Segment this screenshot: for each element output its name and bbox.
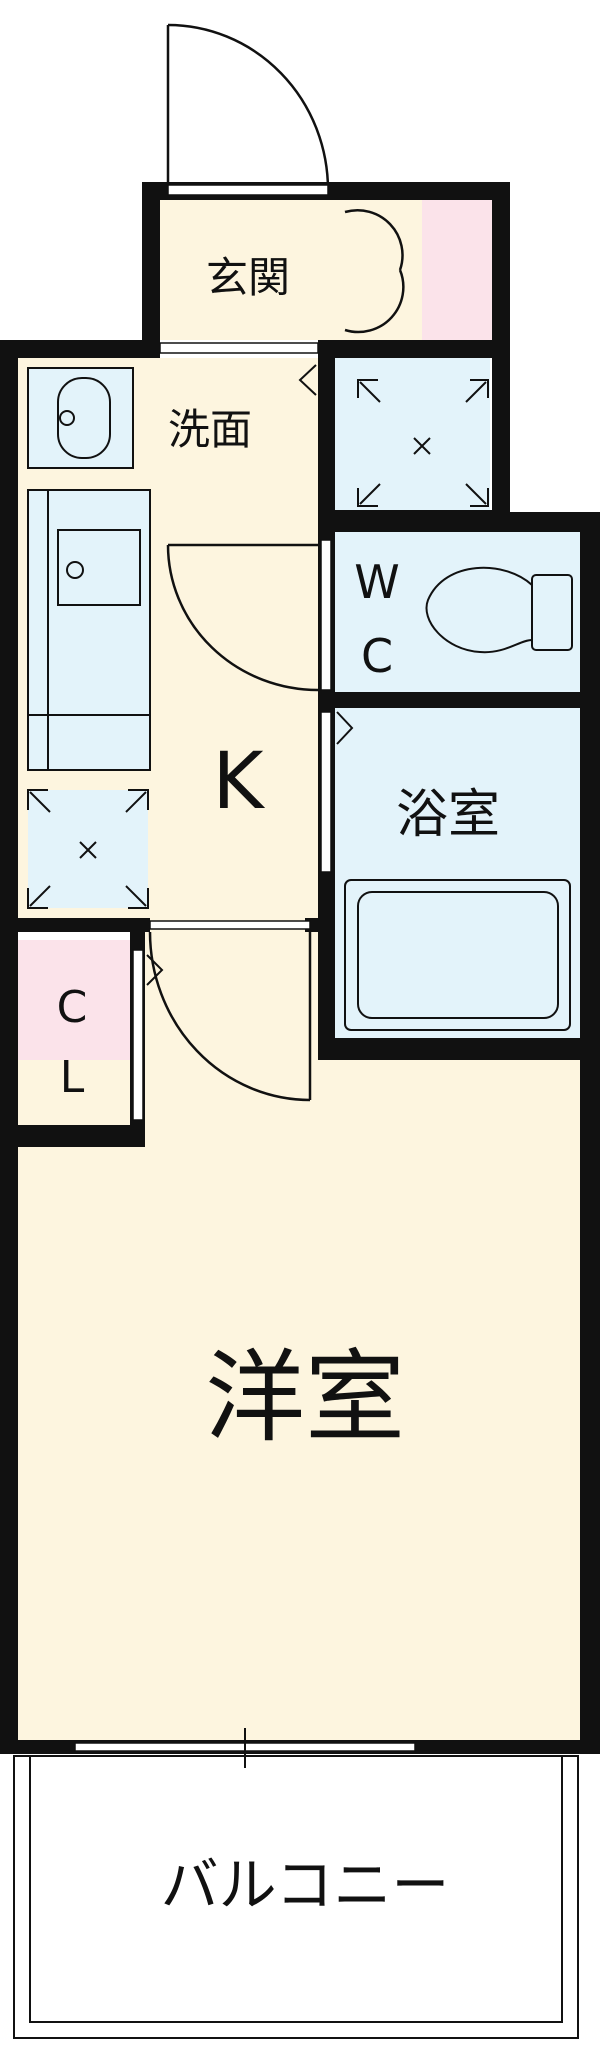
balcony [13,1755,579,2039]
wall-closet-bottom [0,1125,145,1147]
kitchen-sink [57,529,141,606]
bathtub [344,879,571,1031]
wash-basin-bowl [57,377,111,459]
bath-label: 浴室 [396,785,500,845]
closet-label-l: L [60,1052,85,1103]
toilet-tank [531,574,573,651]
wall-wc-bottom [318,692,600,708]
entrance-step-opening [159,342,319,354]
closet-label-c: C [57,982,88,1033]
bathtub-inner [357,891,559,1019]
kitchen-counter [27,489,151,771]
wall-kitchen-bottom [0,918,150,932]
western-room-floor [18,1060,580,1750]
stop-washroom [298,364,317,396]
fridge-diag [29,791,147,907]
washer-x-icon [413,437,431,455]
fridge-corners [27,789,149,909]
fixtures [27,367,573,1031]
entrance-shoebox [422,200,492,340]
wall-top-left [0,340,160,358]
room-door-swing [148,931,311,1102]
toilet-bowl [425,566,533,654]
wall-right [580,512,600,1750]
stop-closet [146,954,164,986]
doors [148,23,405,1102]
fridge-x-icon [79,841,97,859]
door-stops [146,364,354,986]
washroom-label: 洗面 [168,405,252,454]
wall-entrance-left [142,182,160,357]
entrance-floor [160,200,425,340]
wall-left [0,340,18,1750]
front-door-swing [167,23,330,191]
wc-label-w: W [354,555,399,609]
entrance-label: 玄関 [206,253,290,302]
closet-door-opening [132,949,144,1121]
kitchen-door-swing [166,544,319,692]
kitchen-sink-drain [66,561,84,579]
wall-entrance-bottom [318,340,510,358]
stop-bath [336,711,354,745]
wc-floor [335,532,580,692]
washer-corners [357,379,489,507]
bath-floor [335,708,580,1038]
bath-door-opening [320,711,332,873]
wall-right-step [490,512,600,532]
front-door-opening [167,184,329,196]
wash-basin-drain [59,410,75,426]
wall-bath-bottom [318,1038,600,1060]
western-room-label: 洋室 [205,1339,405,1456]
washer-diag [359,381,487,505]
wc-label-c: C [361,629,393,683]
kitchen-label: K [212,737,265,827]
wash-basin [27,367,134,469]
kitchen-lower-fill [140,918,318,1060]
room-door-opening [149,920,311,930]
wc-door-opening [320,539,332,691]
balcony-label: バルコニー [161,1851,450,1919]
wall-washer-bottom [318,510,508,532]
balcony-inner [29,1755,563,2023]
shoebox-door-swing [344,209,405,334]
